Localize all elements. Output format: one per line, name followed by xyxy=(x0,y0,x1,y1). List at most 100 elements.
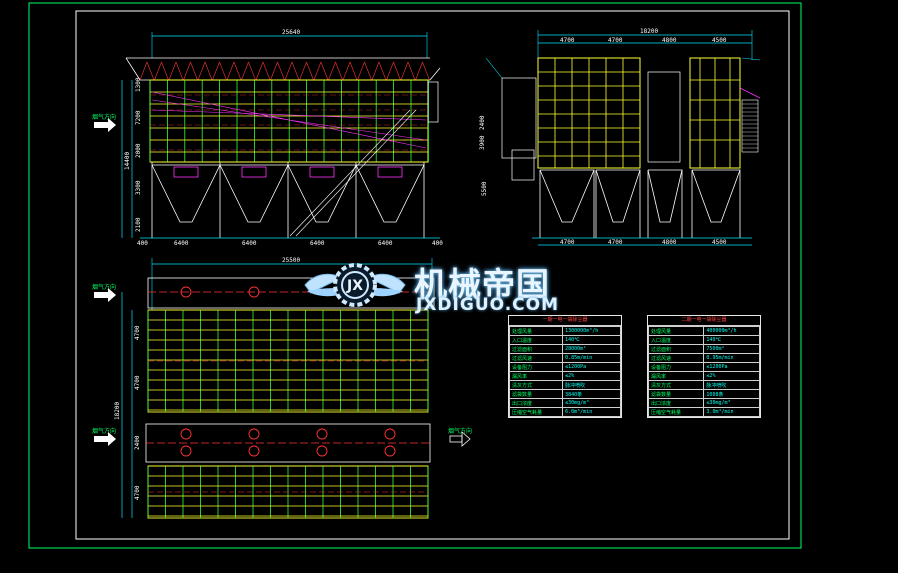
side-height-dim: 3900 xyxy=(479,135,486,150)
watermark-en: JXDIGUO.COM xyxy=(416,295,560,315)
spec-value: ≤2% xyxy=(562,371,621,381)
flow-label: 烟气方向 xyxy=(92,284,117,291)
spec-value: 脉冲喷吹 xyxy=(703,380,760,390)
spec-value: 3.0m³/min xyxy=(703,407,760,417)
spec-value: ≤30mg/m³ xyxy=(562,398,621,408)
side-top-dim: 4800 xyxy=(662,37,677,44)
bay-dim: 6400 xyxy=(310,240,325,247)
spec-value: ≤30mg/m³ xyxy=(703,398,760,408)
spec-value: 140℃ xyxy=(703,335,760,345)
spec-key: 入口温度 xyxy=(647,335,705,345)
side-overall-dim: 18200 xyxy=(640,28,658,35)
spec-key: 滤袋数量 xyxy=(508,389,564,399)
plan-width-dim: 4700 xyxy=(134,375,141,390)
spec-key: 清灰方式 xyxy=(647,380,705,390)
hopper xyxy=(595,169,641,223)
front-elevation xyxy=(121,32,441,239)
side-elevation xyxy=(485,30,761,246)
spec-key: 漏风率 xyxy=(508,371,564,381)
spec-value: 400000m³/h xyxy=(703,326,760,336)
spec-key: 压缩空气耗量 xyxy=(508,407,564,417)
side-top-dim: 4500 xyxy=(712,37,727,44)
nozzle-circle xyxy=(384,445,396,457)
flow-arrow-plan-top xyxy=(94,288,116,302)
spec-row: 漏风率≤2% xyxy=(647,371,760,381)
flow-label: 烟气方向 xyxy=(92,114,117,121)
flow-arrow-plan-mid xyxy=(94,432,116,446)
spec-value: 7500m² xyxy=(703,344,760,354)
spec-row: 出口浓度≤30mg/m³ xyxy=(647,398,760,408)
height-dim: 7200 xyxy=(135,110,142,125)
nozzle-circle xyxy=(180,445,192,457)
total-height-dim: 14400 xyxy=(124,152,131,170)
end-dim: 400 xyxy=(137,240,148,247)
nozzle-circle xyxy=(248,445,260,457)
side-bottom-dim: 4700 xyxy=(560,239,575,246)
spec-value: ≤1200Pa xyxy=(562,362,621,372)
flow-label: 烟气方向 xyxy=(92,428,117,435)
side-height-dim: 2400 xyxy=(479,115,486,130)
spec-value: 140℃ xyxy=(562,335,621,345)
spec-key: 过滤风速 xyxy=(508,353,564,363)
watermark-cn: 机械帝国 xyxy=(414,265,550,304)
spec-key: 设备阻力 xyxy=(508,362,564,372)
spec-row: 清灰方式脉冲喷吹 xyxy=(647,380,760,390)
plan-width-dim: 4700 xyxy=(134,485,141,500)
side-height-dim: 5500 xyxy=(481,181,488,196)
spec-table-header: 二期一电一袋除尘器 xyxy=(648,316,760,326)
spec-key: 压缩空气耗量 xyxy=(647,407,705,417)
flow-arrow-front xyxy=(94,118,116,132)
gear-wing-logo: JX xyxy=(304,263,406,307)
hopper xyxy=(647,169,683,223)
hopper xyxy=(691,169,741,223)
spec-key: 处理风量 xyxy=(647,326,705,336)
end-dim: 400 xyxy=(432,240,443,247)
spec-key: 出口浓度 xyxy=(508,398,564,408)
inner-frame xyxy=(75,10,790,540)
spec-key: 入口温度 xyxy=(508,335,564,345)
side-top-dim: 4700 xyxy=(608,37,623,44)
hopper xyxy=(151,164,221,223)
height-dim: 1300 xyxy=(135,77,142,92)
plan-width-dim: 18200 xyxy=(114,402,121,420)
spec-value: 0.85m/min xyxy=(562,353,621,363)
side-bottom-dim: 4800 xyxy=(662,239,677,246)
nozzle-circle xyxy=(316,445,328,457)
spec-row: 设备阻力≤1200Pa xyxy=(508,362,621,372)
nozzle-circle xyxy=(248,428,260,440)
bay-dim: 6400 xyxy=(378,240,393,247)
spec-value: 1300000m³/h xyxy=(562,326,621,336)
flow-arrow-outlet xyxy=(449,431,471,447)
spec-key: 过滤面积 xyxy=(647,344,705,354)
spec-value: 脉冲喷吹 xyxy=(562,380,621,390)
spec-table-header: 一期一电一袋除尘器 xyxy=(509,316,621,326)
front-overall-dim: 25640 xyxy=(282,29,300,36)
spec-value: 0.95m/min xyxy=(703,353,760,363)
plan-overall-dim: 25500 xyxy=(282,257,300,264)
spec-row: 漏风率≤2% xyxy=(508,371,621,381)
hopper xyxy=(287,164,357,223)
spec-key: 设备阻力 xyxy=(647,362,705,372)
plan-width-dim: 2400 xyxy=(134,435,141,450)
spec-value: 6.0m³/min xyxy=(562,407,621,417)
spec-key: 滤袋数量 xyxy=(647,389,705,399)
spec-row: 出口浓度≤30mg/m³ xyxy=(508,398,621,408)
spec-value: ≤2% xyxy=(703,371,760,381)
spec-key: 出口浓度 xyxy=(647,398,705,408)
nozzle-circle xyxy=(248,286,260,298)
bay-dim: 6400 xyxy=(242,240,257,247)
spec-key: 处理风量 xyxy=(508,326,564,336)
hopper xyxy=(355,164,425,223)
